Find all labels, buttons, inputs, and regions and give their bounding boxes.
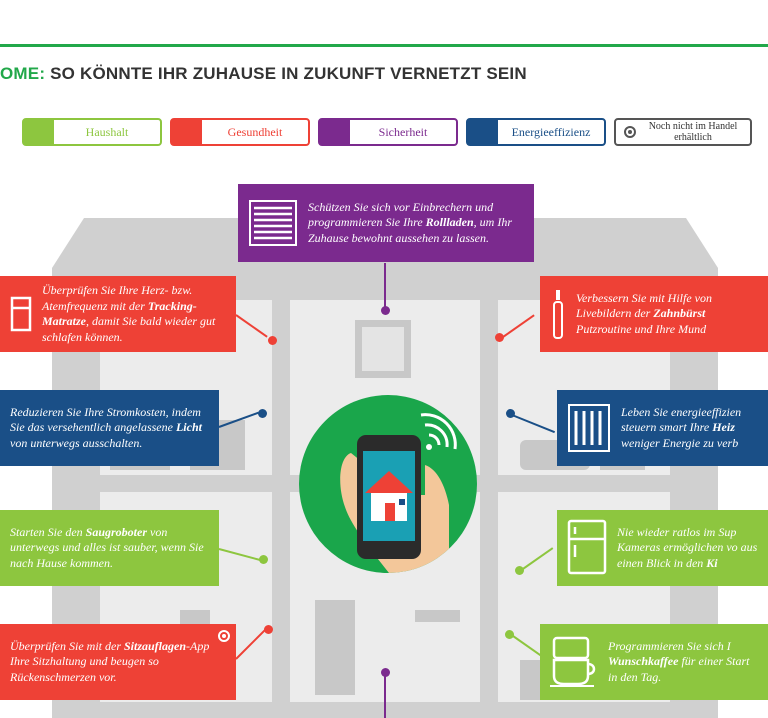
smartphone-house-icon xyxy=(340,413,457,573)
bed-icon xyxy=(10,296,32,332)
legend-swatch-haushalt xyxy=(24,120,54,144)
card-matratze: Überprüfen Sie Ihre Herz- bzw. Atemfrequ… xyxy=(0,276,236,352)
connector-rolladen xyxy=(384,263,386,311)
legend-not-available: Noch nicht im Handel erhältlich xyxy=(614,118,752,146)
coffee-machine-icon xyxy=(550,636,596,687)
card-zahnbuerste-text: Verbessern Sie mit Hilfe von Livebildern… xyxy=(576,290,712,336)
card-heizung-text: Leben Sie energieeffizien steuern smart … xyxy=(621,404,742,450)
card-heizung: Leben Sie energieeffizien steuern smart … xyxy=(557,390,768,466)
legend-haushalt: Haushalt xyxy=(22,118,162,146)
connector-dot-heizung xyxy=(506,409,515,418)
toothbrush-icon xyxy=(553,290,563,339)
card-licht-text: Reduzieren Sie Ihre Stromkosten, indem S… xyxy=(10,404,202,450)
title-accent: OME: xyxy=(0,64,46,83)
connector-dot-kuehlschrank xyxy=(515,566,524,575)
title-text: SO KÖNNTE IHR ZUHAUSE IN ZUKUNFT VERNETZ… xyxy=(45,64,527,83)
card-matratze-text: Überprüfen Sie Ihre Herz- bzw. Atemfrequ… xyxy=(42,283,216,344)
legend-label-energieeffizienz: Energieeffizienz xyxy=(511,124,591,139)
connector-dot-zahnbuerste xyxy=(495,333,504,342)
header-rule xyxy=(0,44,768,47)
legend-label-gesundheit: Gesundheit xyxy=(227,124,283,139)
connector-dot-sitzauflagen xyxy=(264,625,273,634)
legend-sicherheit: Sicherheit xyxy=(318,118,458,146)
card-kuehlschrank-text: Nie wieder ratlos im Sup Kameras ermögli… xyxy=(617,524,758,570)
card-kuehlschrank: Nie wieder ratlos im Sup Kameras ermögli… xyxy=(557,510,768,586)
card-sitzauflagen: Überprüfen Sie mit der Sitzauflagen-App … xyxy=(0,624,236,700)
card-saugroboter: Starten Sie den Saugroboter von unterweg… xyxy=(0,510,219,586)
not-available-icon xyxy=(218,630,230,642)
blinds-icon xyxy=(249,200,297,246)
card-kaffee-text: Programmieren Sie sich I Wunschkaffee fü… xyxy=(608,638,750,684)
legend-swatch-sicherheit xyxy=(320,120,350,144)
connector-dot-matratze xyxy=(268,336,277,345)
smartphone-hub xyxy=(299,395,477,573)
card-licht: Reduzieren Sie Ihre Stromkosten, indem S… xyxy=(0,390,219,466)
card-rolladen-text: Schützen Sie sich vor Einbrechern und pr… xyxy=(308,199,513,245)
fridge-icon xyxy=(567,519,607,575)
card-kaffee: Programmieren Sie sich I Wunschkaffee fü… xyxy=(540,624,768,700)
legend-swatch-energieeffizienz xyxy=(468,120,498,144)
card-sitzauflagen-text: Überprüfen Sie mit der Sitzauflagen-App … xyxy=(10,638,210,684)
not-available-icon xyxy=(624,126,636,138)
connector-dot-bottom xyxy=(381,668,390,677)
legend-label-not-available: Noch nicht im Handel erhältlich xyxy=(648,121,738,143)
connector-dot-saugroboter xyxy=(259,555,268,564)
legend-energieeffizienz: Energieeffizienz xyxy=(466,118,606,146)
radiator-icon xyxy=(568,404,610,452)
legend-label-haushalt: Haushalt xyxy=(85,124,129,139)
connector-dot-licht xyxy=(258,409,267,418)
card-saugroboter-text: Starten Sie den Saugroboter von unterweg… xyxy=(10,524,204,570)
card-zahnbuerste: Verbessern Sie mit Hilfe von Livebildern… xyxy=(540,276,768,352)
legend-gesundheit: Gesundheit xyxy=(170,118,310,146)
connector-dot-rolladen xyxy=(381,306,390,315)
page-title: OME: SO KÖNNTE IHR ZUHAUSE IN ZUKUNFT VE… xyxy=(0,64,527,84)
legend-label-sicherheit: Sicherheit xyxy=(378,124,428,139)
card-rolladen: Schützen Sie sich vor Einbrechern und pr… xyxy=(238,184,534,262)
legend-swatch-gesundheit xyxy=(172,120,202,144)
connector-dot-kaffee xyxy=(505,630,514,639)
connector-bottom xyxy=(384,676,386,718)
